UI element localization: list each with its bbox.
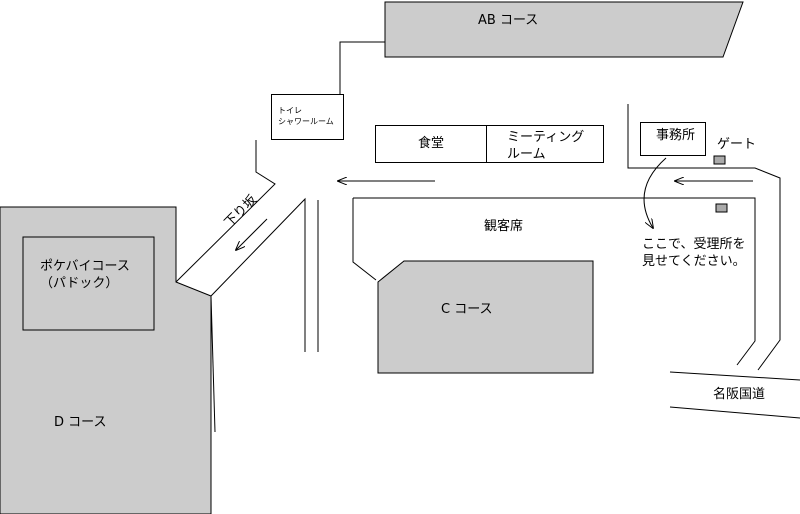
reception-note-line2: 見せてください。 (642, 253, 746, 269)
downhill-road-edge-right (210, 197, 306, 352)
c-course-area (377, 260, 594, 374)
pokebike-course-box (22, 236, 155, 331)
toilet-label-line2: シャワールーム (278, 116, 334, 126)
road-line-d-edge (210, 295, 216, 433)
road-line (339, 41, 385, 95)
c-course-label: C コース (441, 302, 493, 317)
stands-label: 観客席 (484, 219, 524, 234)
meihan-road-label: 名阪国道 (713, 387, 766, 402)
meeting-room-label: ミーティング ルーム (507, 130, 584, 164)
stands-outline (353, 197, 756, 366)
ab-course-area (384, 1, 744, 58)
toilet-label: トイレ シャワールーム (278, 106, 334, 128)
pokebike-label-line2: （パドック） (40, 275, 119, 291)
reception-note-line1: ここで、受理所を (642, 237, 746, 252)
direction-arrow-downhill (236, 218, 268, 250)
office-label: 事務所 (656, 128, 696, 143)
gate-marker-upper (713, 155, 726, 165)
pokebike-label-line1: ポケバイコース (40, 259, 130, 274)
pokebike-course-label: ポケバイコース （パドック） (40, 259, 130, 293)
toilet-label-line1: トイレ (278, 106, 302, 115)
toilet-shower-box (271, 94, 344, 140)
highway-line-upper (669, 371, 800, 381)
cafeteria-box (375, 125, 487, 163)
highway-line-lower (669, 406, 800, 419)
gate-label: ゲート (717, 137, 757, 152)
ab-course-label: AB コース (478, 13, 539, 28)
office-box (640, 122, 706, 156)
d-course-label: D コース (54, 415, 107, 430)
meeting-room-label-line1: ミーティング (507, 130, 585, 145)
gate-boundary (627, 104, 781, 371)
gate-marker-lower (715, 203, 728, 213)
direction-arrow-office (643, 157, 667, 228)
meeting-room-label-line2: ルーム (507, 146, 546, 162)
stands-left-edge (352, 198, 377, 281)
meeting-room-box (486, 125, 604, 163)
cafeteria-label: 食堂 (418, 136, 445, 151)
downhill-road-edge-left (175, 140, 276, 283)
reception-note: ここで、受理所を 見せてください。 (642, 237, 746, 271)
